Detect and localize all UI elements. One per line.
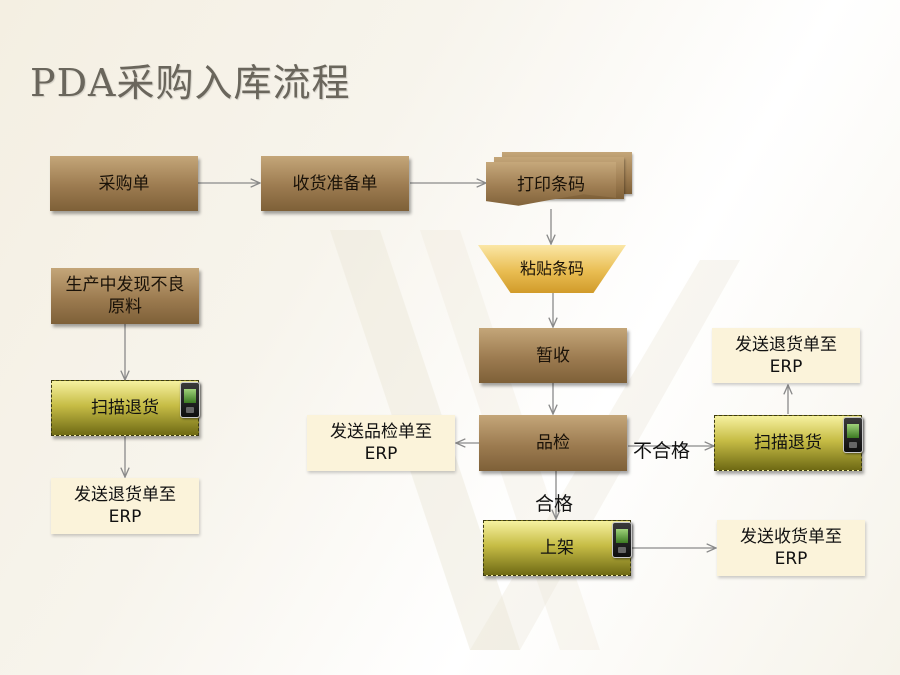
- doc-layer-front: 打印条码: [486, 162, 616, 206]
- node-label: 采购单: [98, 173, 150, 194]
- node-send-return-erp-left: 发送退货单至ERP: [51, 478, 199, 534]
- node-quality-check: 品检: [479, 415, 627, 471]
- node-defect-found: 生产中发现不良原料: [51, 268, 199, 324]
- page-title: PDA采购入库流程: [30, 61, 351, 105]
- node-label: 扫描退货: [91, 398, 159, 418]
- node-send-return-erp-right: 发送退货单至ERP: [712, 328, 860, 383]
- node-print-barcode: 打印条码: [486, 152, 636, 214]
- node-shelve: 上架: [483, 520, 632, 576]
- node-label: 生产中发现不良原料: [65, 275, 185, 317]
- node-label: 暂收: [536, 345, 570, 366]
- node-scan-return-left: 扫描退货: [51, 380, 200, 436]
- node-label: 扫描退货: [754, 433, 822, 453]
- node-label: 粘贴条码: [519, 259, 584, 278]
- node-label: 品检: [536, 433, 570, 453]
- node-label: 发送收货单至ERP: [740, 527, 842, 569]
- node-label: 发送品检单至ERP: [330, 422, 432, 464]
- node-label: 发送退货单至ERP: [735, 334, 837, 377]
- node-send-qc-erp: 发送品检单至ERP: [307, 415, 455, 471]
- pda-device-icon: [843, 417, 863, 453]
- node-temp-receive: 暂收: [479, 328, 627, 383]
- node-scan-return-right: 扫描退货: [714, 415, 863, 471]
- node-send-receipt-erp: 发送收货单至ERP: [717, 520, 865, 576]
- pda-device-icon: [180, 382, 200, 418]
- node-label: 上架: [540, 538, 574, 558]
- edge-label-pass: 合格: [535, 493, 574, 515]
- edge-label-fail: 不合格: [633, 440, 691, 462]
- node-receiving-prep: 收货准备单: [261, 156, 409, 211]
- node-label: 收货准备单: [292, 173, 378, 194]
- node-label: 打印条码: [517, 174, 585, 195]
- pda-device-icon: [612, 522, 632, 558]
- node-label: 发送退货单至ERP: [74, 485, 176, 527]
- node-purchase-order: 采购单: [50, 156, 198, 211]
